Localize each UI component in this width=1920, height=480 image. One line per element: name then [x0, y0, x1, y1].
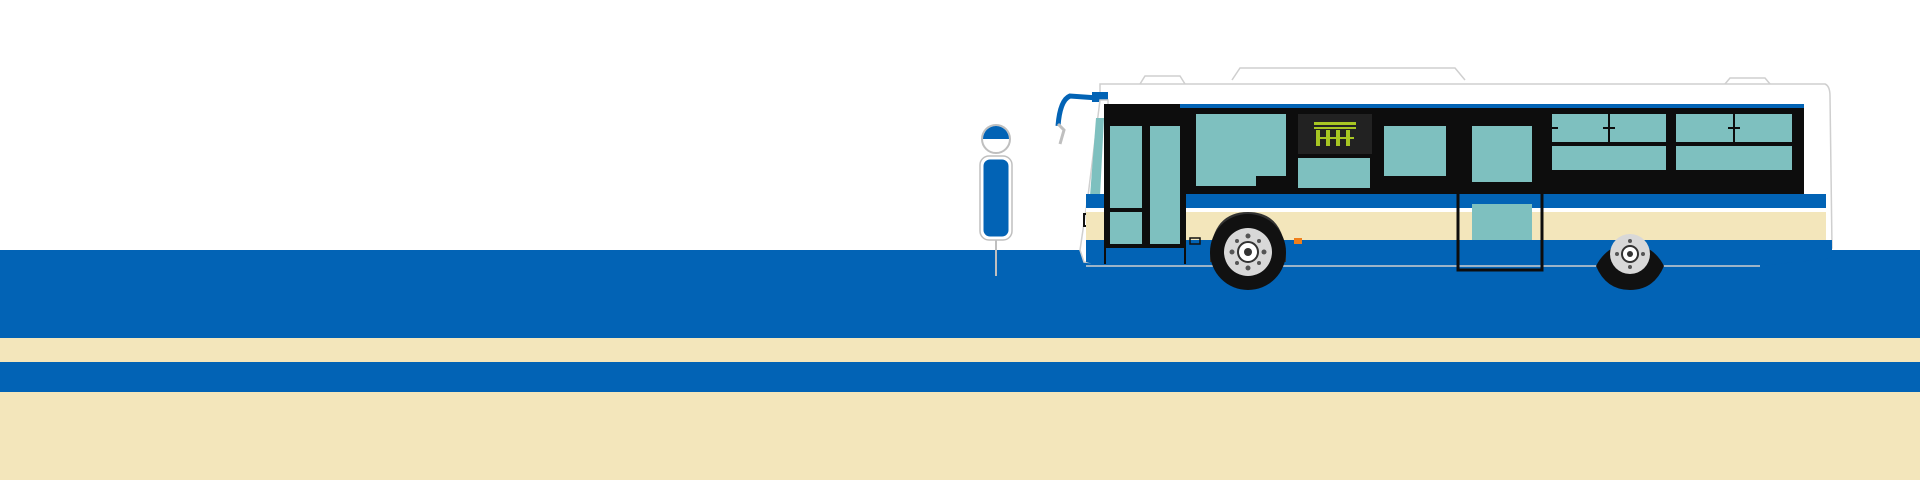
road-band-cream-bottom [0, 392, 1920, 480]
bus-windshield [1090, 118, 1104, 196]
bus-stripe-cream [1086, 212, 1826, 240]
bus-stop-sign-top-half [983, 126, 1009, 139]
bus-rear-wheel-icon [1596, 234, 1664, 290]
bus-window-3 [1384, 126, 1446, 176]
bus-middle-door [1456, 108, 1544, 272]
destination-sign-led-icon [1298, 114, 1372, 154]
bus-roof-unit [1231, 67, 1466, 81]
bus-icon [1055, 67, 1833, 290]
road-band-cream-upper [0, 338, 1920, 362]
bus-mirror-arm [1055, 93, 1099, 127]
bus-stop-sign-icon [979, 124, 1013, 276]
bus-stop-panel [980, 156, 1012, 240]
bus-window-2 [1298, 158, 1370, 188]
bus-stripe-blue-upper [1086, 194, 1826, 208]
bus-window-1 [1196, 114, 1286, 186]
road-band-blue-lower [0, 362, 1920, 392]
bus-marker-light-icon [1294, 238, 1302, 244]
bus-mirror-icon [1056, 122, 1066, 145]
bus-front-wheel-icon [1210, 214, 1286, 290]
